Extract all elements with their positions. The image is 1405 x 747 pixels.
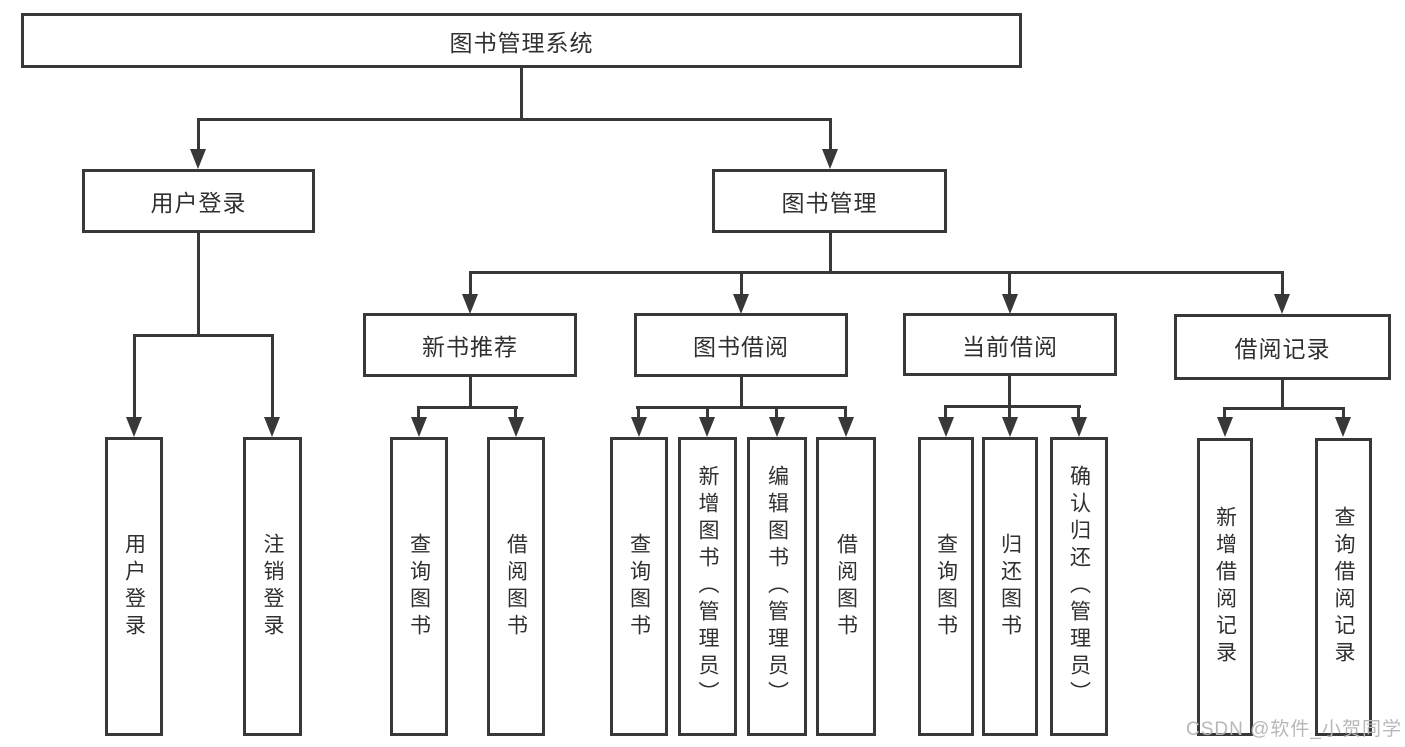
- connector-user-login-rail: [133, 334, 274, 337]
- connector-to-leaf-query-books-3: [944, 408, 947, 417]
- connector-current-borrowing-rail: [944, 405, 1081, 408]
- arrowhead-leaf-borrow-books-2: [838, 417, 854, 437]
- leaf-edit-book-admin: 编辑图书（管理员）: [747, 437, 807, 736]
- connector-book-management-stem: [829, 233, 832, 273]
- connector-borrowing-records-rail: [1223, 407, 1345, 410]
- leaf-query-books-1: 查询图书: [390, 437, 448, 736]
- connector-to-leaf-borrow-books-2: [844, 409, 847, 417]
- arrowhead-leaf-user-login: [126, 417, 142, 437]
- leaf-logout: 注销登录: [243, 437, 302, 736]
- leaf-confirm-return-admin: 确认归还（管理员）: [1050, 437, 1108, 736]
- connector-to-current-borrowing: [1008, 274, 1011, 294]
- connector-root-stem: [520, 68, 523, 120]
- arrowhead-leaf-logout: [264, 417, 280, 437]
- connector-to-leaf-edit-book: [775, 409, 778, 417]
- connector-borrowing-records-stem: [1281, 380, 1284, 409]
- connector-root-to-user-login: [197, 121, 200, 149]
- arrowhead-leaf-add-book: [699, 417, 715, 437]
- connector-root-to-book-management: [829, 121, 832, 149]
- connector-new-book-recommend-stem: [469, 377, 472, 408]
- arrowhead-leaf-confirm-return: [1071, 417, 1087, 437]
- arrowhead-book-management: [822, 149, 838, 169]
- leaf-borrow-books-2: 借阅图书: [816, 437, 876, 736]
- connector-current-borrowing-stem: [1008, 376, 1011, 407]
- leaf-add-book-admin: 新增图书（管理员）: [678, 437, 737, 736]
- arrowhead-new-book-recommend: [462, 294, 478, 314]
- connector-book-management-rail: [469, 271, 1284, 274]
- arrowhead-borrowing-records: [1274, 294, 1290, 314]
- connector-to-leaf-query-books-1: [417, 409, 420, 417]
- arrowhead-leaf-query-books-3: [938, 417, 954, 437]
- node-book-borrowing: 图书借阅: [634, 313, 848, 377]
- connector-to-leaf-logout: [271, 337, 274, 417]
- leaf-query-borrow-record: 查询借阅记录: [1315, 438, 1372, 736]
- leaf-add-borrow-record: 新增借阅记录: [1197, 438, 1253, 736]
- connector-new-book-recommend-rail: [417, 406, 518, 409]
- arrowhead-leaf-borrow-books-1: [508, 417, 524, 437]
- arrowhead-leaf-add-borrow-record: [1217, 417, 1233, 437]
- connector-to-leaf-add-borrow-record: [1223, 410, 1226, 417]
- leaf-query-books-2: 查询图书: [610, 437, 668, 736]
- leaf-borrow-books-1: 借阅图书: [487, 437, 545, 736]
- leaf-return-books: 归还图书: [982, 437, 1038, 736]
- arrowhead-user-login: [190, 149, 206, 169]
- arrowhead-leaf-edit-book: [769, 417, 785, 437]
- connector-to-borrowing-records: [1281, 274, 1284, 294]
- connector-to-leaf-return-books: [1008, 408, 1011, 417]
- arrowhead-book-borrowing: [733, 294, 749, 314]
- arrowhead-current-borrowing: [1002, 294, 1018, 314]
- connector-to-leaf-query-books-2: [637, 409, 640, 417]
- connector-root-rail: [197, 118, 832, 121]
- connector-to-leaf-borrow-books-1: [514, 409, 517, 417]
- arrowhead-leaf-return-books: [1002, 417, 1018, 437]
- connector-to-leaf-query-borrow-record: [1342, 410, 1345, 417]
- csdn-watermark: CSDN @软件_小贺同学: [1186, 719, 1402, 740]
- leaf-query-books-3: 查询图书: [918, 437, 974, 736]
- node-user-login: 用户登录: [82, 169, 315, 233]
- arrowhead-leaf-query-books-1: [411, 417, 427, 437]
- arrowhead-leaf-query-books-2: [631, 417, 647, 437]
- leaf-user-login: 用户登录: [105, 437, 163, 736]
- connector-to-leaf-confirm-return: [1077, 408, 1080, 417]
- node-current-borrowing: 当前借阅: [903, 313, 1117, 376]
- connector-to-new-book-recommend: [469, 274, 472, 294]
- node-borrowing-records: 借阅记录: [1174, 314, 1391, 380]
- connector-book-borrowing-stem: [740, 377, 743, 408]
- connector-book-borrowing-rail: [636, 406, 847, 409]
- node-new-book-recommend: 新书推荐: [363, 313, 577, 377]
- connector-to-leaf-user-login: [133, 337, 136, 417]
- node-library-management-system: 图书管理系统: [21, 13, 1022, 68]
- arrowhead-leaf-query-borrow-record: [1335, 417, 1351, 437]
- connector-to-book-borrowing: [740, 274, 743, 294]
- node-book-management: 图书管理: [712, 169, 947, 233]
- connector-user-login-stem: [197, 233, 200, 336]
- connector-to-leaf-add-book: [706, 409, 709, 417]
